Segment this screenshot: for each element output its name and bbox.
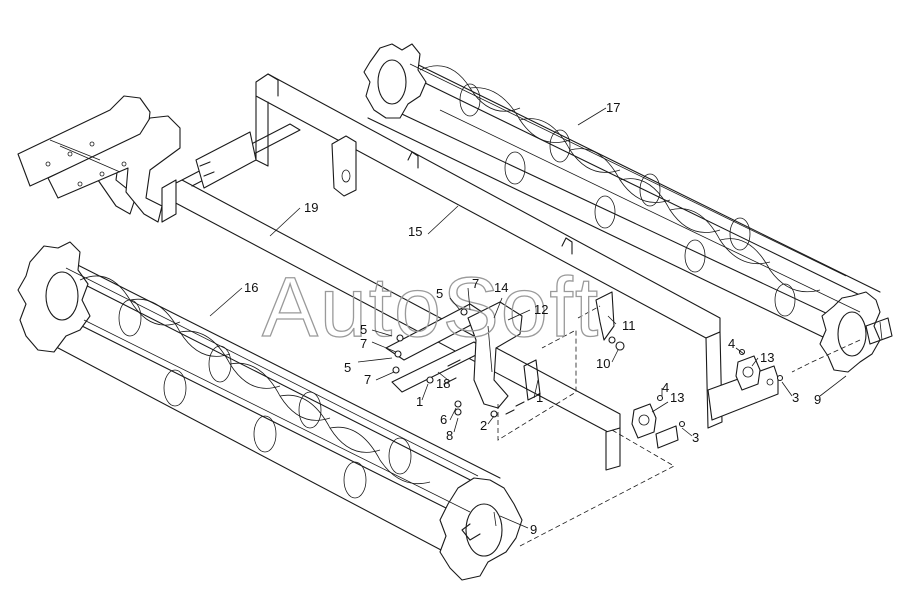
callout-7: 7 bbox=[360, 336, 367, 351]
callout-14: 14 bbox=[494, 280, 508, 295]
callout-17: 17 bbox=[606, 100, 620, 115]
leader-lines bbox=[209, 107, 847, 529]
bolts bbox=[392, 308, 541, 418]
callout-5: 5 bbox=[436, 286, 443, 301]
callout-6: 6 bbox=[440, 412, 447, 427]
callout-16: 16 bbox=[244, 280, 258, 295]
callout-5: 5 bbox=[344, 360, 351, 375]
callout-4: 4 bbox=[662, 380, 669, 395]
callout-1: 1 bbox=[416, 394, 423, 409]
center-bracket-assembly bbox=[385, 291, 625, 418]
callout-7: 7 bbox=[472, 276, 479, 291]
bearing-assemblies bbox=[631, 348, 784, 449]
callout-11: 11 bbox=[622, 318, 636, 333]
callout-4: 4 bbox=[728, 336, 735, 351]
callout-3: 3 bbox=[792, 390, 799, 405]
callout-15: 15 bbox=[408, 224, 422, 239]
callout-8: 8 bbox=[446, 428, 453, 443]
rear-roller bbox=[363, 43, 893, 373]
callout-13: 13 bbox=[670, 390, 684, 405]
callouts: 17 19 15 16 7 5 14 12 5 7 5 7 18 1 1 6 8… bbox=[244, 100, 821, 537]
main-frame bbox=[161, 73, 779, 471]
callout-10: 10 bbox=[596, 356, 610, 371]
callout-7: 7 bbox=[364, 372, 371, 387]
tow-brackets bbox=[17, 95, 181, 223]
callout-3: 3 bbox=[692, 430, 699, 445]
front-roller bbox=[17, 241, 523, 581]
callout-19: 19 bbox=[304, 200, 318, 215]
assembly-guide-lines bbox=[497, 305, 861, 547]
front-roller-bars bbox=[65, 267, 479, 513]
watermark: AutoSoft bbox=[262, 260, 600, 354]
callout-5: 5 bbox=[360, 322, 367, 337]
callout-2: 2 bbox=[480, 418, 487, 433]
callout-9: 9 bbox=[814, 392, 821, 407]
callout-12: 12 bbox=[534, 302, 548, 317]
callout-18: 18 bbox=[436, 376, 450, 391]
callout-1: 1 bbox=[536, 390, 543, 405]
callout-9: 9 bbox=[530, 522, 537, 537]
callout-13: 13 bbox=[760, 350, 774, 365]
rear-roller-bars bbox=[409, 63, 861, 317]
